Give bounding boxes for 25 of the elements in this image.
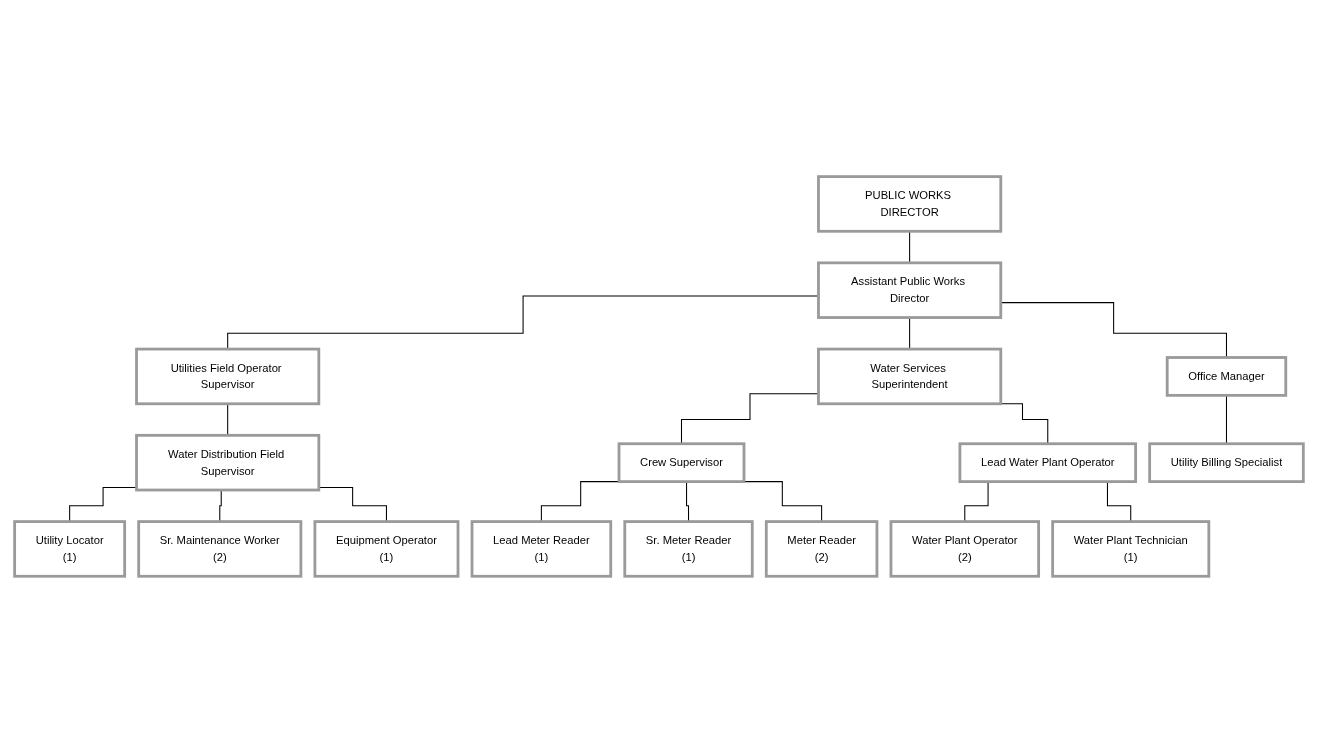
node-box: Lead Water Plant Operator [958, 441, 1138, 483]
connector [909, 230, 911, 263]
connector [318, 486, 387, 522]
node-box: Utilities Field Operator Supervisor [135, 347, 321, 405]
node-box: Sr. Maintenance Worker (2) [137, 519, 303, 578]
node-box: Sr. Meter Reader (1) [623, 519, 754, 578]
node-box: Lead Meter Reader (1) [470, 519, 613, 578]
node-box: Water Plant Operator (2) [889, 519, 1041, 578]
connector [742, 480, 823, 522]
connector [1000, 301, 1228, 358]
node-box: Water Distribution Field Supervisor [135, 433, 321, 491]
connector [681, 392, 819, 444]
node-box: PUBLIC WORKS DIRECTOR [817, 174, 1003, 233]
node-box: Crew Supervisor [617, 441, 746, 483]
node-box: Equipment Operator (1) [313, 519, 460, 578]
connector [1225, 394, 1228, 444]
node-box: Utility Locator (1) [13, 519, 127, 578]
connector [540, 480, 621, 522]
node-box: Water Services Superintendent [817, 347, 1003, 405]
connector [219, 489, 224, 522]
node-box: Utility Billing Specialist [1148, 441, 1305, 483]
node-box: Assistant Public Works Director [817, 261, 1003, 319]
node-box: Water Plant Technician (1) [1051, 519, 1211, 578]
node-box: Meter Reader (2) [764, 519, 879, 578]
node-box: Office Manager [1165, 355, 1288, 397]
